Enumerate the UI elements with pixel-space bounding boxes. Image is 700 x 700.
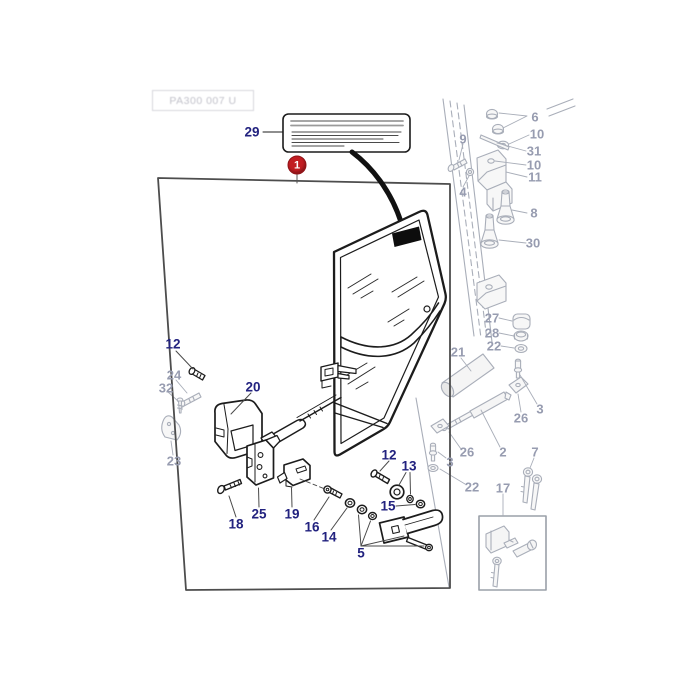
part-lockset-17	[478, 515, 547, 591]
part-label-29: 29	[244, 124, 260, 140]
part-gas-strut-2	[440, 391, 512, 432]
part-cap-27	[512, 313, 531, 330]
part-label-17: 17	[495, 480, 511, 496]
part-washer-22-lower	[427, 463, 439, 473]
part-bushing-26-left	[430, 418, 450, 434]
part-label-15: 15	[380, 498, 396, 514]
part-keys-7	[520, 467, 543, 511]
door-sticker	[392, 226, 422, 247]
part-screw-16	[323, 485, 343, 499]
part-buffer-8	[496, 189, 515, 225]
part-label-23: 23	[166, 453, 182, 469]
part-label-30: 30	[525, 235, 541, 251]
glass-reflections	[341, 273, 425, 390]
part-label-19: 19	[284, 506, 300, 522]
part-label-10-upper: 10	[529, 126, 545, 142]
part-label-22-lower: 22	[464, 479, 480, 495]
part-latch-25	[246, 434, 281, 486]
part-label-25: 25	[251, 506, 267, 522]
part-label-12-lower: 12	[381, 447, 397, 463]
door-striker	[320, 362, 357, 389]
part-screw-9	[447, 158, 468, 172]
part-pin-31	[479, 134, 510, 151]
part-screw-32	[176, 397, 184, 414]
active-leader-lines	[175, 350, 425, 547]
ghost-leader-lines	[167, 112, 538, 516]
part-label-21: 21	[450, 344, 466, 360]
part-washers-5	[356, 504, 378, 521]
part-label-16: 16	[304, 519, 320, 535]
catalog-code-watermark: PA300 007 U	[152, 90, 254, 111]
part-washer-4	[465, 167, 475, 177]
part-washer-22-upper	[514, 343, 528, 354]
part-label-3-left: 3	[446, 454, 454, 470]
part-label-2: 2	[499, 444, 507, 460]
main-assembly-group	[157, 113, 451, 591]
part-label-20: 20	[245, 379, 261, 395]
part-label-32: 32	[158, 380, 174, 396]
part-label-4: 4	[459, 184, 467, 200]
part-label-7: 7	[531, 444, 539, 460]
part-grommet-13	[389, 484, 414, 504]
part-label-8: 8	[530, 205, 538, 221]
part-buffer-30	[480, 213, 499, 249]
part-label-31: 31	[526, 143, 542, 159]
part-washer-15	[415, 499, 426, 509]
part-label-24: 24	[166, 367, 182, 383]
part-bolt-12-lower	[370, 469, 391, 485]
part-washer-14	[344, 498, 356, 508]
part-label-9: 9	[459, 131, 467, 147]
part-label-12-upper: 12	[165, 336, 181, 352]
pillar-ghost-lines	[415, 98, 576, 588]
part-label-18: 18	[228, 516, 244, 532]
part-label-27: 27	[484, 310, 500, 326]
part-label-3-right: 3	[536, 401, 544, 417]
part-label-22-upper: 22	[486, 338, 502, 354]
part-housing-20	[214, 399, 263, 459]
part-label-11: 11	[528, 169, 542, 185]
assembly-frame-box	[157, 177, 451, 591]
part-label-14: 14	[321, 529, 337, 545]
part-label-13: 13	[401, 458, 417, 474]
part-label-6: 6	[531, 109, 539, 125]
part-label-28: 28	[484, 325, 500, 341]
part-pin-3-left	[428, 442, 438, 462]
part-decal-29	[282, 113, 411, 153]
assembly-badge-1: 1	[287, 155, 307, 175]
part-capnuts-6	[485, 108, 505, 135]
part-hinge-11	[476, 149, 513, 212]
part-label-10-lower: 10	[526, 157, 542, 173]
part-bolt-18	[216, 478, 243, 495]
part-label-5: 5	[357, 545, 365, 561]
part-pin-12-upper	[188, 366, 206, 381]
part-label-26-right: 26	[513, 410, 529, 426]
part-hinge-lower	[476, 274, 507, 310]
part-door	[320, 209, 447, 457]
part-bracket-19	[276, 458, 311, 488]
ghost-parts-group	[161, 98, 576, 591]
part-label-26-left: 26	[459, 444, 475, 460]
